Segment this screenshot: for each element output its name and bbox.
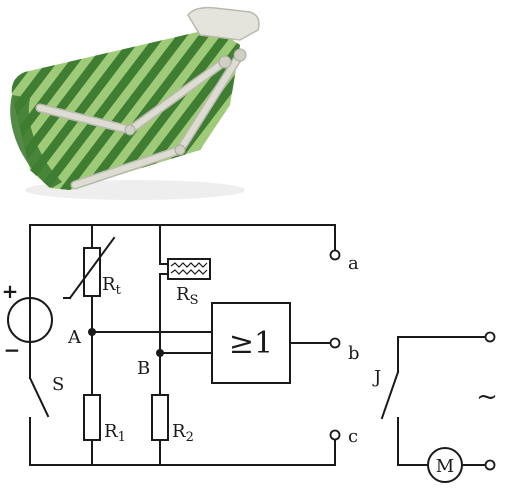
- awning-stripe: [110, 28, 240, 190]
- r1-label: R1: [104, 421, 126, 445]
- awning-arms: [35, 48, 247, 190]
- awning-stripe: [22, 28, 223, 190]
- ac-terminal-bottom: [484, 459, 496, 471]
- switch-s-label: S: [52, 374, 64, 395]
- humidity-sensor-rs: RS: [167, 258, 211, 308]
- node-b-label: B: [137, 358, 150, 379]
- terminal-a: a: [329, 249, 359, 274]
- resistor-r1: R1: [83, 394, 126, 445]
- voltage-source: + −: [2, 279, 53, 362]
- source-minus-label: −: [4, 338, 21, 362]
- ac-terminal-top: [484, 331, 496, 343]
- or-gate: ≥1: [211, 302, 291, 384]
- terminal-a-label: a: [348, 253, 359, 274]
- terminal-b-label: b: [348, 343, 360, 364]
- terminal-b: b: [329, 337, 360, 364]
- r2-label: R2: [172, 421, 194, 445]
- terminal-c-label: c: [348, 426, 358, 447]
- relay-j: J: [372, 367, 400, 420]
- awning-stripe: [66, 28, 240, 190]
- awning-valance: [10, 95, 62, 188]
- thermistor-rt: Rt: [63, 236, 122, 300]
- awning-stripe: [11, 28, 157, 190]
- awning-cassette: [187, 6, 260, 41]
- awning-stripe: [11, 28, 201, 190]
- terminal-c: c: [329, 426, 358, 447]
- circuit-diagram: + − S Rt RS: [2, 224, 498, 483]
- node-b: B: [137, 349, 164, 379]
- awning-illustration: [0, 0, 487, 210]
- awning-stripe: [264, 0, 465, 210]
- source-plus-label: +: [2, 279, 19, 303]
- circuit-wires: [29, 224, 491, 466]
- resistor-r2: R2: [151, 394, 194, 445]
- rs-label: RS: [176, 284, 198, 308]
- node-a-label: A: [67, 327, 82, 348]
- awning-stripe: [11, 28, 135, 190]
- node-a: A: [67, 327, 96, 348]
- awning-stripe: [242, 0, 443, 210]
- awning-stripe: [286, 0, 487, 210]
- motor-m-label: M: [436, 456, 454, 477]
- motor-m: M: [427, 447, 463, 483]
- rt-label: Rt: [102, 274, 122, 298]
- awning-stripe: [0, 0, 3, 210]
- switch-s: S: [28, 374, 64, 418]
- or-gate-label: ≥1: [229, 326, 273, 361]
- ac-symbol: ~: [476, 382, 498, 412]
- awning-stripe: [44, 28, 240, 190]
- relay-j-label: J: [372, 367, 381, 388]
